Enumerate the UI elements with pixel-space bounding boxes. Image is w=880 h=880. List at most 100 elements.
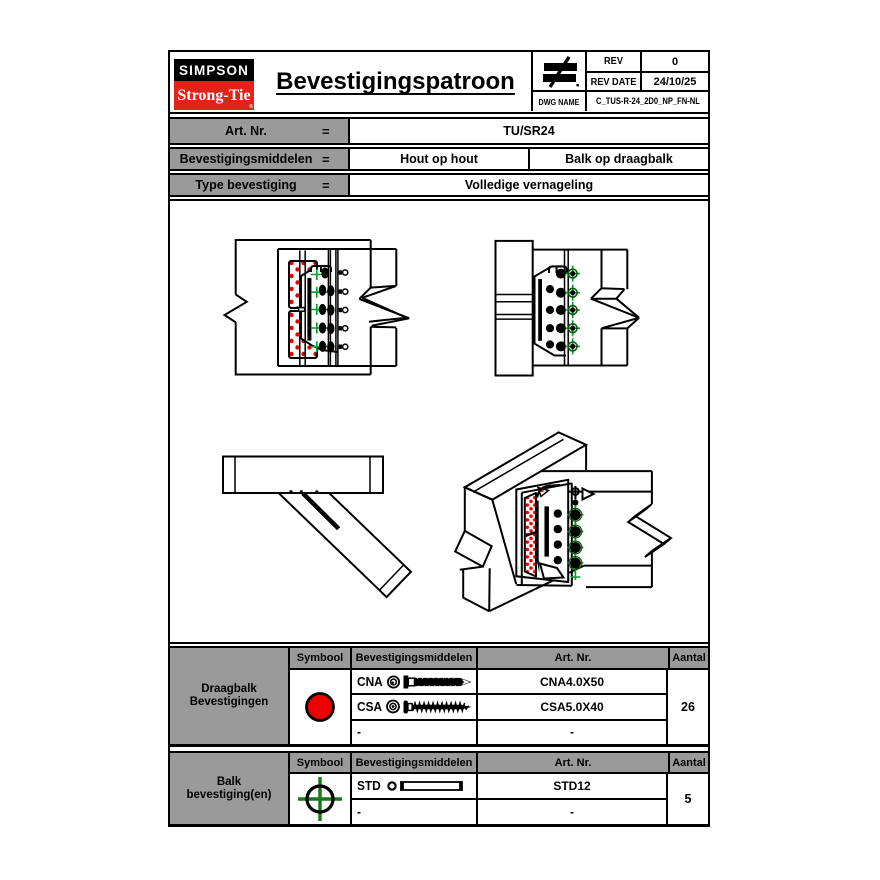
- std-dowel-icon: [387, 781, 463, 791]
- rev-row: REV 0: [587, 52, 709, 72]
- header-symbool: Symbool: [290, 648, 352, 668]
- bolt-marker: [565, 301, 580, 318]
- group-label-draagbalk: Draagbalk Bevestigingen: [170, 648, 290, 744]
- table-body: STD STD12 - - 5: [290, 774, 708, 824]
- dwg-name-label: DWG NAME: [538, 96, 580, 107]
- fastener-code: STD: [357, 779, 381, 793]
- csa-screw-icon: [403, 700, 472, 714]
- bolt-marker: [567, 539, 583, 554]
- cna-head-icon: [387, 675, 401, 689]
- fastener-cell: -: [352, 800, 478, 824]
- green-bolt-markers-iso: [567, 507, 583, 580]
- spec-values: Volledige vernageling: [350, 175, 708, 195]
- table-header-row: Symbool Bevestigingsmiddelen Art. Nr. Aa…: [290, 648, 708, 670]
- fastener-cell: CSA: [352, 695, 478, 719]
- drawing-isometric-view: [453, 430, 673, 612]
- technical-drawings: [221, 238, 673, 612]
- header-art-nr: Art. Nr.: [478, 753, 670, 772]
- spec-values: Hout op hout Balk op draagbalk: [350, 149, 708, 169]
- sheet-title: Bevestigingspatroon: [258, 52, 533, 111]
- spec-value: Hout op hout: [400, 152, 478, 166]
- table-row-csa: CSA CSA5.0X40: [352, 695, 668, 721]
- logo-strongtie-text: Strong-Tie®: [174, 81, 254, 110]
- fastener-cell: STD: [352, 774, 478, 798]
- header-art-nr: Art. Nr.: [478, 648, 670, 668]
- green-bolt-markers-side: [565, 265, 580, 354]
- sheet-title-text: Bevestigingspatroon: [276, 67, 515, 95]
- fastener-code: -: [357, 805, 361, 819]
- rev-date-value: 24/10/25: [653, 76, 697, 88]
- header-bevestigingsmiddelen: Bevestigingsmiddelen: [352, 753, 478, 772]
- symbol-cell: [290, 774, 352, 824]
- spec-row-type-bevestiging: Type bevestiging = Volledige vernageling: [168, 173, 710, 197]
- dwg-name-row: DWG NAME C_TUS-R-24_2D0_NP_FN-NL: [533, 91, 709, 111]
- header-aantal: Aantal: [672, 756, 706, 769]
- first-angle-projection-icon: [543, 55, 579, 88]
- bolt-marker: [565, 265, 580, 282]
- bolt-marker: [565, 284, 580, 301]
- aantal-cell: 26: [681, 700, 695, 714]
- logo-simpson-text: SIMPSON: [174, 59, 254, 81]
- green-crosshair-symbol: [298, 777, 342, 821]
- divider: [585, 71, 709, 73]
- spec-row-art-nr: Art. Nr. = TU/SR24: [168, 117, 710, 145]
- art-nr-cell: CNA4.0X50: [478, 670, 668, 694]
- nail-markers-face: [310, 266, 349, 352]
- spec-label-cell: Bevestigingsmiddelen =: [170, 149, 350, 169]
- rev-label: REV: [604, 56, 623, 67]
- header-aantal: Aantal: [672, 652, 706, 664]
- equals-sign: =: [322, 177, 330, 193]
- group-label-line1: Draagbalk: [201, 683, 257, 695]
- title-block: SIMPSON Strong-Tie® Bevestigingspatroon …: [168, 50, 710, 114]
- divider: [531, 52, 533, 111]
- rev-value: 0: [671, 55, 679, 68]
- drawing-side-view: [494, 239, 640, 376]
- nail-row: [310, 321, 349, 334]
- fastener-table-draagbalk: Draagbalk Bevestigingen Symbool Bevestig…: [168, 646, 710, 747]
- nail-row: [310, 266, 349, 280]
- simpson-strongtie-logo: SIMPSON Strong-Tie®: [174, 59, 254, 110]
- nail-row: [310, 303, 349, 316]
- drawing-top-view: [221, 455, 412, 599]
- table-row-cna: CNA CNA4.: [352, 670, 668, 696]
- symbol-cell: [290, 670, 352, 744]
- spec-label: Art. Nr.: [225, 124, 267, 138]
- bolt-marker: [567, 523, 583, 538]
- table-body: CNA CNA4.: [290, 670, 708, 744]
- logo-strongtie-label: Strong-Tie: [177, 86, 251, 104]
- fastener-code: -: [357, 725, 361, 740]
- rev-date-label: REV DATE: [590, 76, 637, 88]
- group-label-line2: bevestiging(en): [186, 788, 272, 801]
- equals-sign: =: [322, 123, 330, 139]
- csa-head-icon: [386, 700, 401, 714]
- rows: STD STD12 - -: [352, 774, 668, 824]
- fastener-table-balk: Balk bevestiging(en) Symbool Bevestiging…: [168, 751, 710, 827]
- art-nr-cell: CSA5.0X40: [478, 695, 668, 719]
- bolt-marker: [567, 555, 583, 570]
- rows: CNA CNA4.: [352, 670, 668, 744]
- fastener-cell: CNA: [352, 670, 478, 694]
- spec-label-cell: Art. Nr. =: [170, 119, 350, 143]
- group-label-balk: Balk bevestiging(en): [170, 753, 290, 824]
- group-label-line2: Bevestigingen: [189, 696, 269, 708]
- table-row-empty: - -: [352, 720, 668, 744]
- bolt-marker: [567, 507, 583, 522]
- spec-label: Type bevestiging: [195, 178, 297, 192]
- nail-row: [310, 284, 349, 298]
- bolt-marker: [565, 337, 580, 354]
- dwg-name-value: C_TUS-R-24_2D0_NP_FN-NL: [596, 96, 700, 107]
- aantal-cell: 5: [684, 792, 692, 806]
- drawing-panel: [168, 199, 710, 644]
- revision-block: REV 0 REV DATE 24/10/25 DWG NAME C_TUS-R…: [531, 52, 709, 111]
- nail-row: [310, 340, 349, 352]
- fastener-cell: -: [352, 720, 478, 744]
- table-header-row: Symbool Bevestigingsmiddelen Art. Nr. Aa…: [290, 753, 708, 774]
- projection-symbol-cell: [533, 52, 587, 91]
- spec-values: TU/SR24: [350, 119, 708, 143]
- drawing-face-view: [222, 238, 410, 375]
- spec-label: Bevestigingsmiddelen: [179, 152, 313, 166]
- spec-value: Volledige vernageling: [464, 178, 594, 192]
- art-nr-cell: -: [478, 800, 668, 824]
- table-row-empty: - -: [352, 800, 668, 824]
